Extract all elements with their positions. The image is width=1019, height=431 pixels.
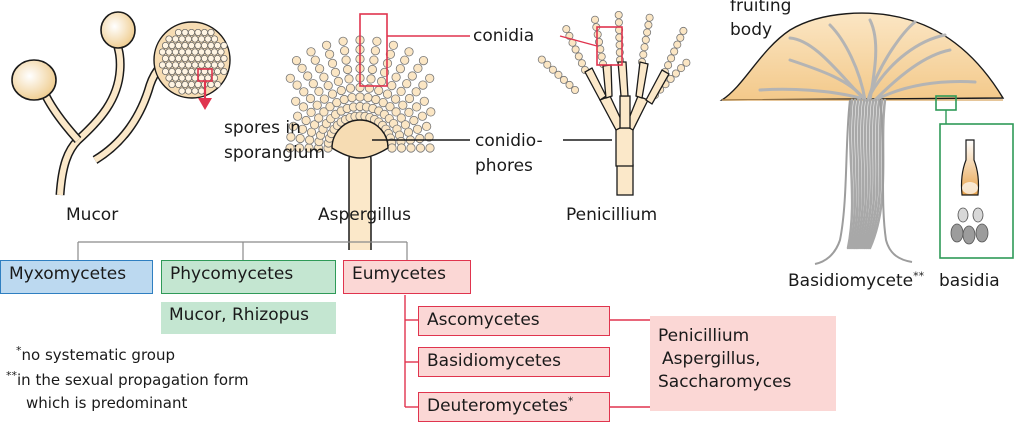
basidia-caption: basidia: [939, 271, 1000, 291]
myxomycetes-box: Myxomycetes: [0, 260, 153, 294]
examples-box: Penicillium Aspergillus, Saccharomyces: [650, 316, 836, 411]
example-aspergillus: Aspergillus,: [658, 348, 828, 371]
footnote-2: **in the sexual propagation form: [6, 370, 249, 390]
penicillium-caption: Penicillium: [566, 205, 657, 225]
aspergillus-caption: Aspergillus: [318, 205, 411, 225]
example-penicillium: Penicillium: [658, 325, 828, 348]
fruiting-label: fruiting: [730, 0, 791, 16]
sporangium-label: sporangium: [224, 143, 325, 163]
basidiomycetes-box: Basidiomycetes: [418, 347, 610, 377]
sporangium: [154, 22, 230, 110]
conidiophores-label-2: phores: [475, 156, 533, 176]
footnote-2-cont: which is predominant: [26, 393, 187, 413]
deuteromycetes-box: Deuteromycetes*: [418, 392, 610, 422]
conidia-label: conidia: [473, 26, 534, 46]
penicillium-drawing: [538, 11, 690, 195]
example-saccharomyces: Saccharomyces: [658, 371, 828, 394]
basidiomycete-caption: Basidiomycete**: [788, 271, 924, 291]
phycomycetes-examples: Mucor, Rhizopus: [161, 302, 336, 334]
mucor-caption: Mucor: [66, 205, 118, 225]
footnote-1: *no systematic group: [16, 345, 175, 365]
mucor-drawing: [12, 12, 175, 195]
eumycetes-box: Eumycetes: [343, 260, 471, 294]
ascomycetes-box: Ascomycetes: [418, 306, 610, 336]
body-label: body: [730, 20, 772, 40]
phycomycetes-box: Phycomycetes: [161, 260, 336, 294]
basidiomycete-drawing: [722, 13, 1013, 264]
conidiophores-label: conidio-: [475, 131, 543, 151]
spores-label: spores in: [224, 118, 301, 138]
